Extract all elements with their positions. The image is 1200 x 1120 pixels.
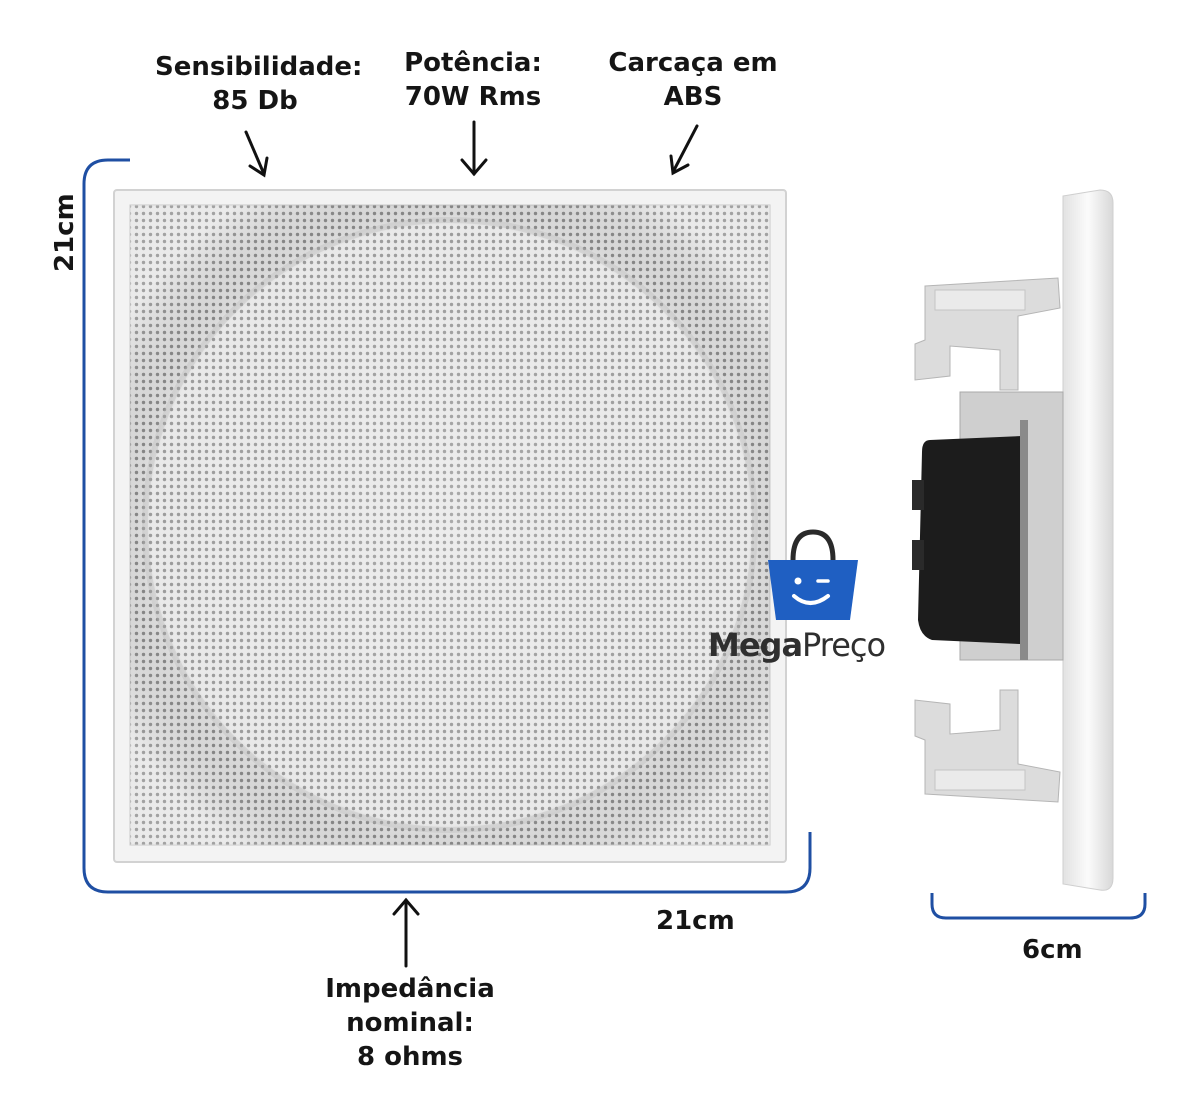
depth-bracket — [930, 893, 1147, 920]
impedance-label-line1: Impedância — [325, 974, 495, 1004]
height-bracket — [82, 158, 812, 894]
arrow-impedance — [392, 897, 420, 968]
arrow-sensitivity — [244, 130, 269, 178]
speaker-side — [912, 189, 1114, 891]
power-label-line2: 70W Rms — [404, 82, 542, 112]
height-dimension: 21cm — [50, 193, 80, 272]
impedance-label-line3: 8 ohms — [356, 1042, 464, 1072]
logo-text-mega: Mega — [708, 626, 803, 664]
depth-dimension: 6cm — [1022, 935, 1083, 965]
arrow-power — [460, 120, 488, 177]
power-label-line1: Potência: — [404, 48, 542, 78]
megapreco-logo-text: MegaPreço — [708, 626, 886, 664]
sensitivity-label-line1: Sensibilidade: — [155, 52, 363, 82]
width-dimension: 21cm — [656, 906, 735, 936]
logo-text-preco: Preço — [802, 626, 886, 664]
arrow-housing — [669, 124, 699, 176]
megapreco-bag-logo — [768, 529, 858, 620]
speaker-front — [113, 189, 787, 863]
power-label: Potência: 70W Rms — [378, 46, 568, 114]
housing-label-line2: ABS — [663, 82, 723, 112]
housing-label: Carcaça em ABS — [598, 46, 788, 114]
impedance-label-line2: nominal: — [346, 1008, 474, 1038]
sensitivity-label: Sensibilidade: 85 Db — [155, 50, 363, 118]
sensitivity-label-line2: 85 Db — [212, 86, 298, 116]
housing-label-line1: Carcaça em — [608, 48, 778, 78]
impedance-label: Impedância nominal: 8 ohms — [300, 972, 520, 1074]
